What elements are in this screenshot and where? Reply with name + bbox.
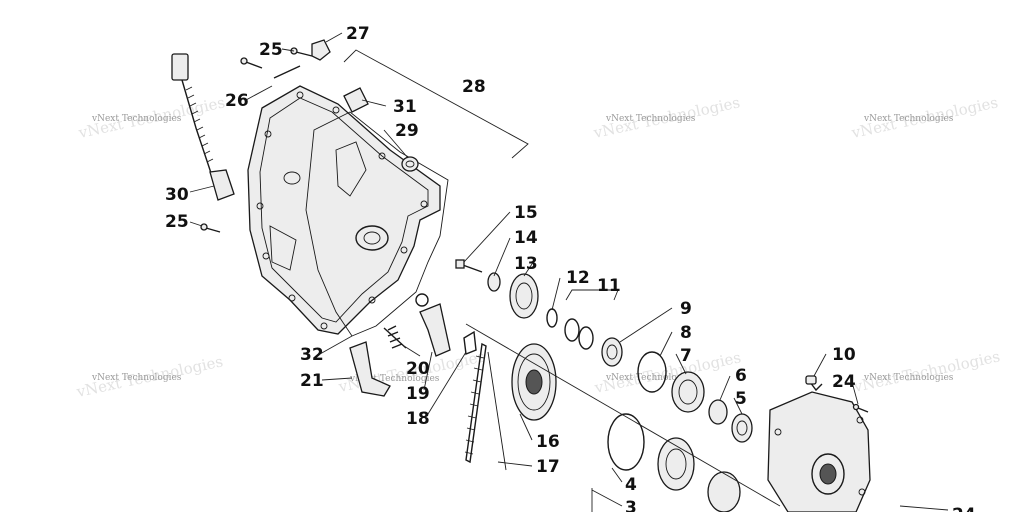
cover-rib xyxy=(269,225,297,271)
callout-24: 24 xyxy=(952,505,976,512)
assembly-axis xyxy=(465,323,781,507)
callout-19: 19 xyxy=(406,384,430,404)
gearcase-body xyxy=(767,391,871,512)
watermark-text: vNext Technologies xyxy=(605,114,696,124)
lever-assembly-drawing xyxy=(349,293,477,397)
clamp-27 xyxy=(311,39,331,61)
callout-31: 31 xyxy=(393,97,417,117)
callout-16: 16 xyxy=(536,432,560,452)
watermark-text: vNext Technologies xyxy=(91,373,182,383)
oring-4 xyxy=(607,413,645,471)
shift-cable-drawing xyxy=(171,53,235,201)
cover-bracket xyxy=(335,141,367,197)
case-cover-drawing xyxy=(247,85,449,337)
watermark-text: vNext Technologies xyxy=(349,374,440,384)
pin-26 xyxy=(273,65,301,79)
callout-4: 4 xyxy=(625,475,637,495)
callout-18: 18 xyxy=(406,409,430,429)
cable-end xyxy=(209,169,235,201)
callout-5: 5 xyxy=(735,389,747,409)
seal-5 xyxy=(731,413,753,443)
cable-spring xyxy=(181,79,213,177)
cable-connector xyxy=(171,53,189,81)
washer-19 xyxy=(415,293,429,307)
callout-25: 25 xyxy=(165,212,189,232)
seals-drawing xyxy=(708,399,753,443)
gearcase-drawing xyxy=(767,375,871,512)
callout-25: 25 xyxy=(259,40,283,60)
spacer-6 xyxy=(708,399,728,425)
screw-24 xyxy=(852,403,860,411)
callout-7: 7 xyxy=(680,346,692,366)
callout-13: 13 xyxy=(514,254,538,274)
callout-8: 8 xyxy=(680,323,692,343)
bolt-15 xyxy=(455,259,465,269)
vent-fitting-10 xyxy=(809,381,823,392)
callout-3: 3 xyxy=(625,498,637,512)
watermark-text: vNext Technologies xyxy=(863,114,954,124)
callout-21: 21 xyxy=(300,371,324,391)
callout-9: 9 xyxy=(680,299,692,319)
watermark-ghost: vNext Technologies xyxy=(851,347,1001,396)
gear-13 xyxy=(509,273,539,319)
case-cover-body xyxy=(247,85,441,335)
callout-15: 15 xyxy=(514,203,538,223)
washer-14 xyxy=(487,272,501,292)
snap-ring-12 xyxy=(546,308,558,328)
screw-25-top xyxy=(295,51,313,57)
callout-26: 26 xyxy=(225,91,249,111)
callout-32: 32 xyxy=(300,345,324,365)
shims-11 xyxy=(578,326,594,350)
callout-29: 29 xyxy=(395,121,419,141)
bearing-7 xyxy=(671,371,705,413)
spring-20 xyxy=(387,325,403,349)
arm-21 xyxy=(349,341,391,397)
oring-bearing-drawing xyxy=(637,351,705,413)
callout-27: 27 xyxy=(346,24,370,44)
cover-bolt-holes xyxy=(256,91,428,330)
drive-chain-drawing xyxy=(464,342,507,471)
callout-labels: 27 25 28 26 31 29 30 25 15 14 13 12 11 9… xyxy=(165,24,976,512)
shim-bearing-drawing xyxy=(564,289,623,367)
gear-13-drawing xyxy=(455,259,558,328)
bearing-9 xyxy=(601,337,623,367)
callout-17: 17 xyxy=(536,457,560,477)
cover-gasket xyxy=(305,111,449,337)
callout-24: 24 xyxy=(832,372,856,392)
shift-lever-19 xyxy=(419,303,451,357)
callout-14: 14 xyxy=(514,228,538,248)
bearing-3 xyxy=(707,471,741,512)
callout-28: 28 xyxy=(462,77,486,97)
oring-8 xyxy=(637,351,667,393)
sprocket-16-drawing xyxy=(511,343,557,421)
screw-25-left xyxy=(200,223,208,231)
gearcase-bore xyxy=(811,453,845,495)
chain-17-line xyxy=(487,351,507,471)
watermark-text: vNext Technologies xyxy=(863,373,954,383)
callout-12: 12 xyxy=(566,268,590,288)
cover-boss xyxy=(355,225,389,251)
leader-lines xyxy=(189,32,949,512)
callout-20: 20 xyxy=(406,359,430,379)
grommet-31 xyxy=(343,87,369,113)
callout-10: 10 xyxy=(832,345,856,365)
watermark-text: vNext Technologies xyxy=(91,114,182,124)
watermark-text: vNext Technologies xyxy=(605,373,696,383)
callout-11: 11 xyxy=(597,276,621,296)
cover-port xyxy=(283,171,301,185)
callout-6: 6 xyxy=(735,366,747,386)
bracket-28-line xyxy=(343,49,529,159)
callout-30: 30 xyxy=(165,185,189,205)
seal-29 xyxy=(401,156,419,172)
clip-18 xyxy=(463,330,477,355)
